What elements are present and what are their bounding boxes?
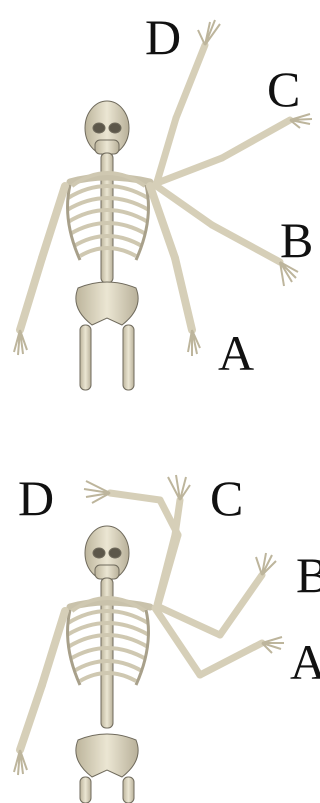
skeleton-figure-bottom xyxy=(0,405,320,803)
arm-position-b-icon xyxy=(157,575,262,635)
pelvis-icon xyxy=(76,734,138,777)
arm-position-d-icon xyxy=(157,45,205,182)
label-a: A xyxy=(290,637,320,687)
left-arm-icon xyxy=(20,611,65,750)
label-b: B xyxy=(280,215,313,265)
label-d: D xyxy=(18,473,54,523)
label-c: C xyxy=(267,64,300,114)
label-d: D xyxy=(145,12,181,62)
arm-position-a-icon xyxy=(155,608,262,675)
pelvis-icon xyxy=(76,282,138,325)
bottom-panel: D C B A xyxy=(0,405,320,803)
left-arm-icon xyxy=(20,186,65,330)
top-panel: D C B A xyxy=(0,0,320,390)
label-a: A xyxy=(218,328,254,378)
label-b: B xyxy=(296,550,320,600)
label-c: C xyxy=(210,473,243,523)
arm-position-c-icon xyxy=(157,120,290,183)
